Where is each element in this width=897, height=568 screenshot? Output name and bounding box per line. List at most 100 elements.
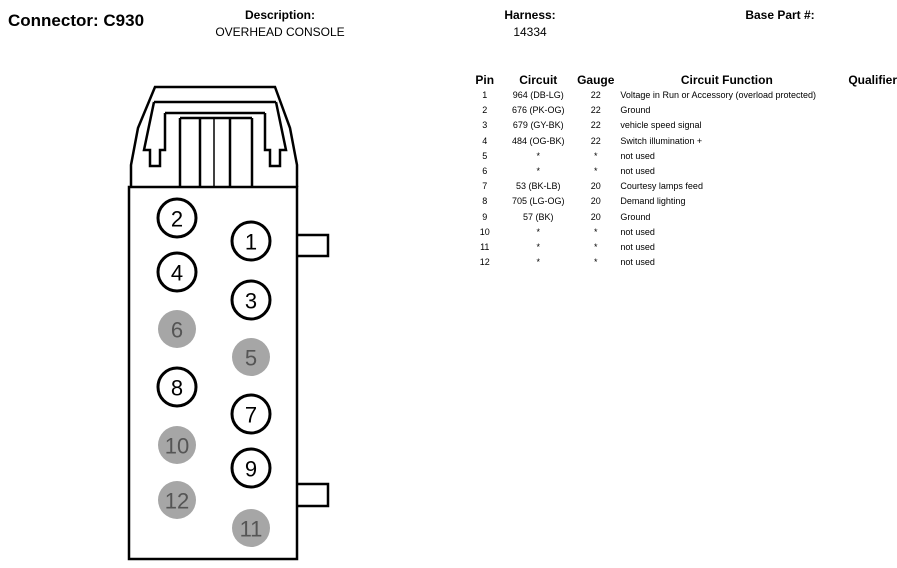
pin-circle	[158, 310, 196, 348]
header-gauge: Gauge	[577, 73, 615, 87]
pin-9: 9	[230, 447, 272, 489]
pin-cell: 1	[482, 90, 488, 100]
table-row: 6**not used	[470, 164, 897, 179]
pin-number-label: 3	[245, 289, 257, 314]
pin-number-label: 7	[245, 403, 257, 428]
pin-6: 6	[158, 310, 196, 348]
gauge-cell: 22	[590, 105, 601, 116]
pin-cell: 4	[482, 135, 488, 146]
circuit-cell: *	[536, 150, 541, 161]
circuit-cell: 679 (GY-BK)	[512, 120, 564, 131]
pin-number-label: 4	[171, 261, 183, 286]
pin-circle	[230, 279, 272, 321]
table-row: 10**not used	[470, 225, 897, 240]
pin-circle	[156, 366, 198, 408]
pin-circle	[158, 426, 196, 464]
qualifier-cell	[833, 118, 897, 133]
function-cell: not used	[620, 242, 655, 253]
gauge-cell: 22	[590, 120, 601, 131]
circuit-cell: 484 (OG-BK)	[512, 135, 565, 146]
description-value: OVERHEAD CONSOLE	[215, 25, 345, 39]
table-row: 5**not used	[470, 149, 897, 164]
harness-value: 14334	[513, 25, 547, 39]
pin-8: 8	[156, 366, 198, 408]
pin-cell: 9	[482, 211, 488, 222]
circuit-cell: 705 (LG-OG)	[512, 196, 565, 207]
function-cell: Voltage in Run or Accessory (overload pr…	[620, 90, 817, 100]
circuit-cell: 676 (PK-OG)	[512, 105, 565, 116]
pin-circle	[230, 220, 272, 262]
pin-1: 1	[230, 220, 272, 262]
pin-circle	[232, 338, 270, 376]
pin-number-label: 12	[165, 489, 189, 514]
pin-number-label: 2	[171, 207, 183, 232]
circuit-cell: *	[536, 257, 541, 268]
function-cell: Ground	[620, 211, 651, 222]
connector-title: Connector: C930	[8, 11, 145, 30]
qualifier-cell	[833, 134, 897, 149]
circuit-cell: 53 (BK-LB)	[516, 181, 561, 192]
qualifier-cell	[833, 88, 897, 103]
harness-label: Harness:	[504, 8, 556, 22]
table-row: 4 484 (OG-BK) 22 Switch illumination +	[470, 134, 897, 149]
function-cell: not used	[620, 150, 655, 161]
qualifier-cell	[833, 149, 897, 164]
pin-cell: 12	[479, 257, 490, 268]
qualifier-cell	[833, 210, 897, 225]
pin-cell: 10	[479, 226, 490, 237]
function-cell: Switch illumination +	[620, 135, 703, 146]
gauge-cell: *	[593, 166, 598, 177]
gauge-cell: 22	[590, 90, 601, 100]
pin-number-label: 8	[171, 376, 183, 401]
pin-3: 3	[230, 279, 272, 321]
gauge-cell: 20	[590, 181, 601, 192]
pin-number-label: 10	[165, 434, 189, 459]
circuit-cell: *	[536, 242, 541, 253]
pin-4: 4	[156, 251, 198, 293]
circuit-cell: *	[536, 166, 541, 177]
connector-body	[127, 185, 299, 561]
gauge-cell: 22	[590, 135, 601, 146]
header-circuit: Circuit	[519, 73, 558, 87]
function-cell: Demand lighting	[620, 196, 686, 207]
circuit-cell: 964 (DB-LG)	[512, 90, 564, 100]
pin-2: 2	[156, 197, 198, 239]
pin-cell: 8	[482, 196, 488, 207]
qualifier-cell	[833, 240, 897, 255]
table-row: 8 705 (LG-OG) 20 Demand lighting	[470, 194, 897, 209]
table-row: 1 964 (DB-LG) 22 Voltage in Run or Accessor…	[470, 88, 897, 103]
pin-12: 12	[158, 481, 196, 519]
pin-5: 5	[232, 338, 270, 376]
table-row: 7 53 (BK-LB) 20 Courtesy lamps feed	[470, 179, 897, 194]
pin-cell: 7	[482, 181, 488, 192]
qualifier-cell	[833, 194, 897, 209]
qualifier-cell	[833, 103, 897, 118]
function-cell: not used	[620, 226, 655, 237]
pinout-table: Pin Circuit Gauge Circuit Function Quali…	[470, 72, 897, 270]
table-row: 12**not used	[470, 255, 897, 270]
description-label: Description:	[244, 8, 315, 22]
qualifier-cell	[833, 225, 897, 240]
gauge-cell: 20	[590, 196, 601, 207]
function-cell: not used	[620, 166, 655, 177]
pin-number-label: 1	[245, 230, 257, 255]
header-qualifier: Qualifier	[848, 73, 897, 87]
side-tab-lower	[297, 482, 330, 508]
side-tab-upper	[297, 233, 330, 258]
table-row: 11**not used	[470, 240, 897, 255]
pin-7: 7	[230, 393, 272, 435]
base-part-label: Base Part #:	[745, 8, 815, 22]
function-cell: Courtesy lamps feed	[620, 181, 703, 192]
qualifier-cell	[833, 179, 897, 194]
pin-10: 10	[158, 426, 196, 464]
function-cell: not used	[620, 257, 655, 268]
table-header-row: Pin Circuit Gauge Circuit Function Quali…	[470, 72, 897, 88]
pin-number-label: 5	[245, 346, 257, 371]
pin-circle	[158, 481, 196, 519]
pin-cell: 11	[480, 242, 490, 253]
pin-cell: 2	[482, 105, 488, 116]
